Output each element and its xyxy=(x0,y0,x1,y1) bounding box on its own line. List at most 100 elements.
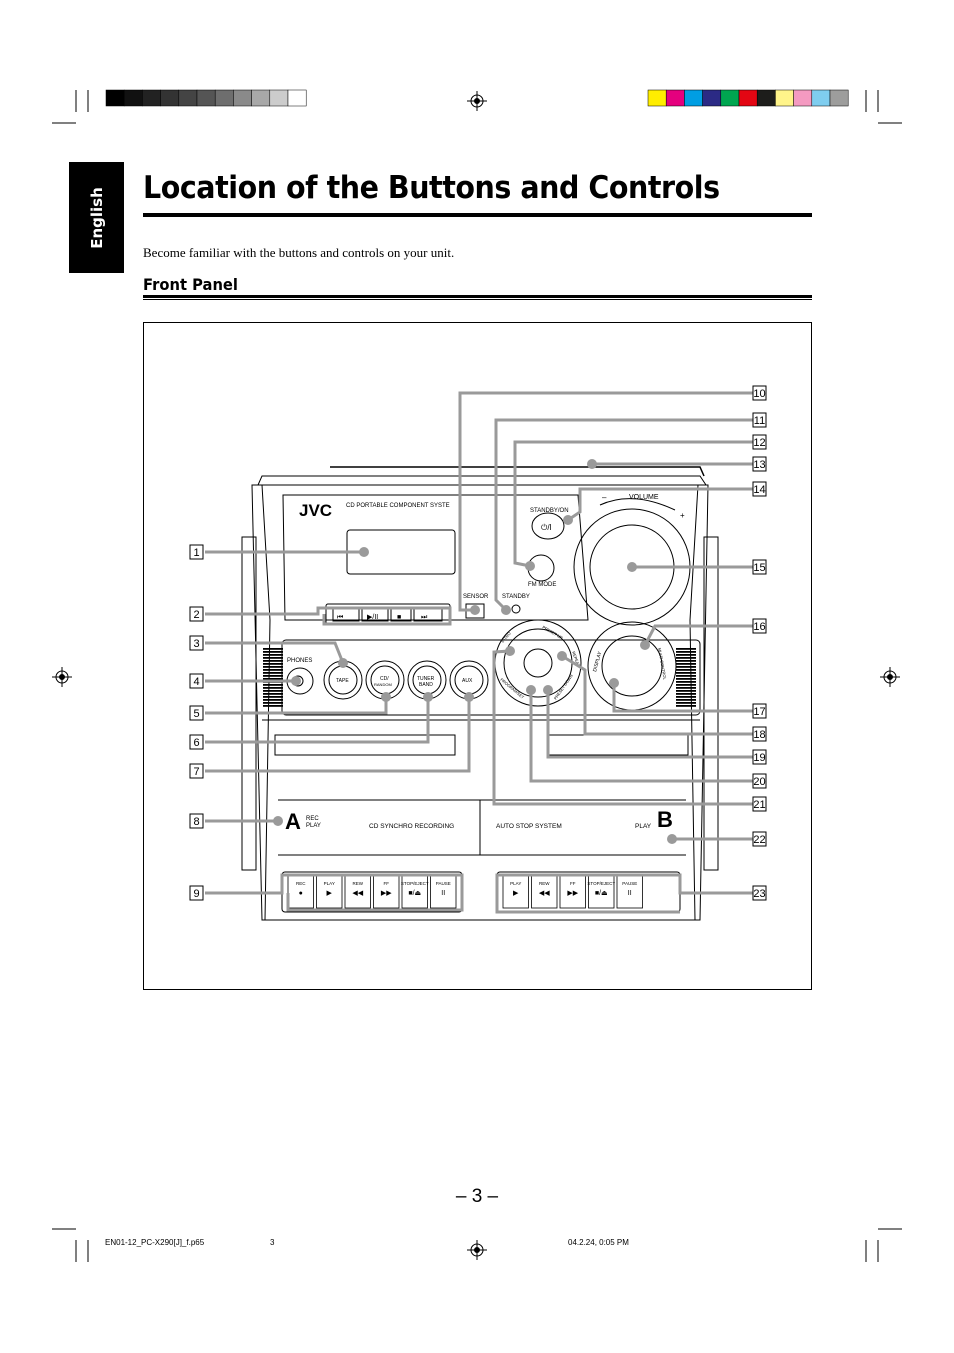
tape-button-label: TAPE xyxy=(336,678,349,684)
standby-on-label: STANDBY/ON xyxy=(530,508,569,514)
cmyk-color-bar xyxy=(647,89,849,107)
callout-3-box xyxy=(189,635,204,651)
callout-17-box xyxy=(752,703,767,719)
prev-track-icon: ⏮ xyxy=(337,614,343,621)
callout-12-label: 12 xyxy=(753,437,765,449)
callout-9-label: 9 xyxy=(193,888,199,900)
callout-13-box xyxy=(752,456,767,472)
deck-a-letter: A xyxy=(285,809,301,834)
deck-key-symbol: ■/⏏ xyxy=(408,890,421,897)
deck-key-symbol: ● xyxy=(299,890,303,897)
color-swatch xyxy=(829,89,849,107)
speaker-grille-slat xyxy=(263,675,283,677)
callout-18-box xyxy=(752,726,767,742)
model-text: CD PORTABLE COMPONENT SYSTE xyxy=(346,503,450,509)
speaker-grille-slat xyxy=(263,678,283,680)
callout-dots xyxy=(273,459,677,844)
callout-21-box xyxy=(752,796,767,812)
band-label: BAND xyxy=(419,682,433,688)
registration-mark-top xyxy=(467,91,487,111)
callout-19-box xyxy=(752,749,767,765)
deck-a-play-label: PLAY xyxy=(306,823,321,829)
intro-text: Become familiar with the buttons and con… xyxy=(143,245,455,260)
callout-1-label: 1 xyxy=(193,547,199,559)
section-title: Front Panel xyxy=(143,275,238,294)
section-rule xyxy=(143,295,812,298)
deck-key xyxy=(616,875,643,909)
next-track-icon: ⏭ xyxy=(421,614,428,621)
callout-7-box xyxy=(189,763,204,779)
deck-key-label: PAUSE xyxy=(622,881,637,886)
sensor-label: SENSOR xyxy=(463,594,489,600)
callout-lines xyxy=(205,391,753,914)
speaker-grille-slat xyxy=(676,693,696,695)
speaker-grille-slat xyxy=(676,702,696,704)
speaker-grille-slat xyxy=(676,663,696,665)
deck-key-symbol: ◀◀ xyxy=(539,890,550,897)
speaker-grille-slat xyxy=(263,657,283,659)
volume-minus: – xyxy=(602,493,607,502)
callout-9-box xyxy=(189,885,204,901)
deck-key-label: REW xyxy=(353,881,364,886)
speaker-grille-slat xyxy=(676,657,696,659)
deck-key-symbol: ▶▶ xyxy=(567,890,578,897)
fm-mode-label: FM MODE xyxy=(528,582,556,588)
play-pause-icon: ▶/II xyxy=(367,614,378,621)
speaker-grille-slat xyxy=(676,669,696,671)
speaker-grille-slat xyxy=(263,648,283,650)
callout-18-label: 18 xyxy=(753,729,765,741)
speaker-grille-slat xyxy=(263,699,283,701)
speaker-grille-slat xyxy=(263,696,283,698)
speaker-grille-slat xyxy=(676,648,696,650)
callout-22-box xyxy=(752,831,767,847)
callout-13-label: 13 xyxy=(753,459,765,471)
intro-label: INTRO xyxy=(500,631,512,644)
deck-key-symbol: II xyxy=(628,890,632,897)
callout-3-label: 3 xyxy=(193,638,199,650)
deck-key-label: STOP/EJECT xyxy=(587,881,615,886)
callout-21-label: 21 xyxy=(753,799,765,811)
speaker-grille-slat xyxy=(263,705,283,707)
deck-b-letter: B xyxy=(657,807,673,832)
aux-button-label: AUX xyxy=(462,678,473,684)
speaker-grille-slat xyxy=(676,654,696,656)
deck-key-label: REC xyxy=(296,881,306,886)
callout-6-box xyxy=(189,734,204,750)
callout-19-label: 19 xyxy=(753,752,765,764)
jvc-logo: JVC xyxy=(299,501,332,520)
registration-mark-bottom xyxy=(467,1240,487,1260)
speaker-grille-slat xyxy=(263,672,283,674)
speaker-grille-slat xyxy=(676,690,696,692)
random-label: RANDOM xyxy=(374,682,392,687)
callout-14-label: 14 xyxy=(753,484,765,496)
speaker-grille-slat xyxy=(263,654,283,656)
callout-11-box xyxy=(752,412,767,428)
speaker-grille-slat xyxy=(263,702,283,704)
speaker-grille-slat xyxy=(676,684,696,686)
speaker-grille-slat xyxy=(263,684,283,686)
deck-key-label: PAUSE xyxy=(436,881,451,886)
speaker-grille-slat xyxy=(676,705,696,707)
standby-label: STANDBY xyxy=(502,594,530,600)
callout-11-label: 11 xyxy=(754,415,765,427)
tuner-button-label: TUNER xyxy=(417,676,435,682)
section-rule-thin xyxy=(143,299,812,300)
speaker-grille-slat xyxy=(263,663,283,665)
speaker-grille-slat xyxy=(676,675,696,677)
deck-key-symbol: ◀◀ xyxy=(352,890,363,897)
phones-label: PHONES xyxy=(287,658,312,664)
speaker-grille-slat xyxy=(676,696,696,698)
auto-stop-label: AUTO STOP SYSTEM xyxy=(496,823,562,830)
language-tab: English xyxy=(69,162,124,273)
deck-key-symbol: ▶ xyxy=(513,890,519,897)
volume-plus: + xyxy=(680,511,685,520)
volume-label: VOLUME xyxy=(629,494,659,501)
color-swatch xyxy=(287,89,307,107)
speaker-grille-slat xyxy=(263,687,283,689)
callout-15-box xyxy=(752,559,767,575)
diagram-frame xyxy=(143,322,812,990)
display-label: DISPLAY xyxy=(592,650,603,672)
